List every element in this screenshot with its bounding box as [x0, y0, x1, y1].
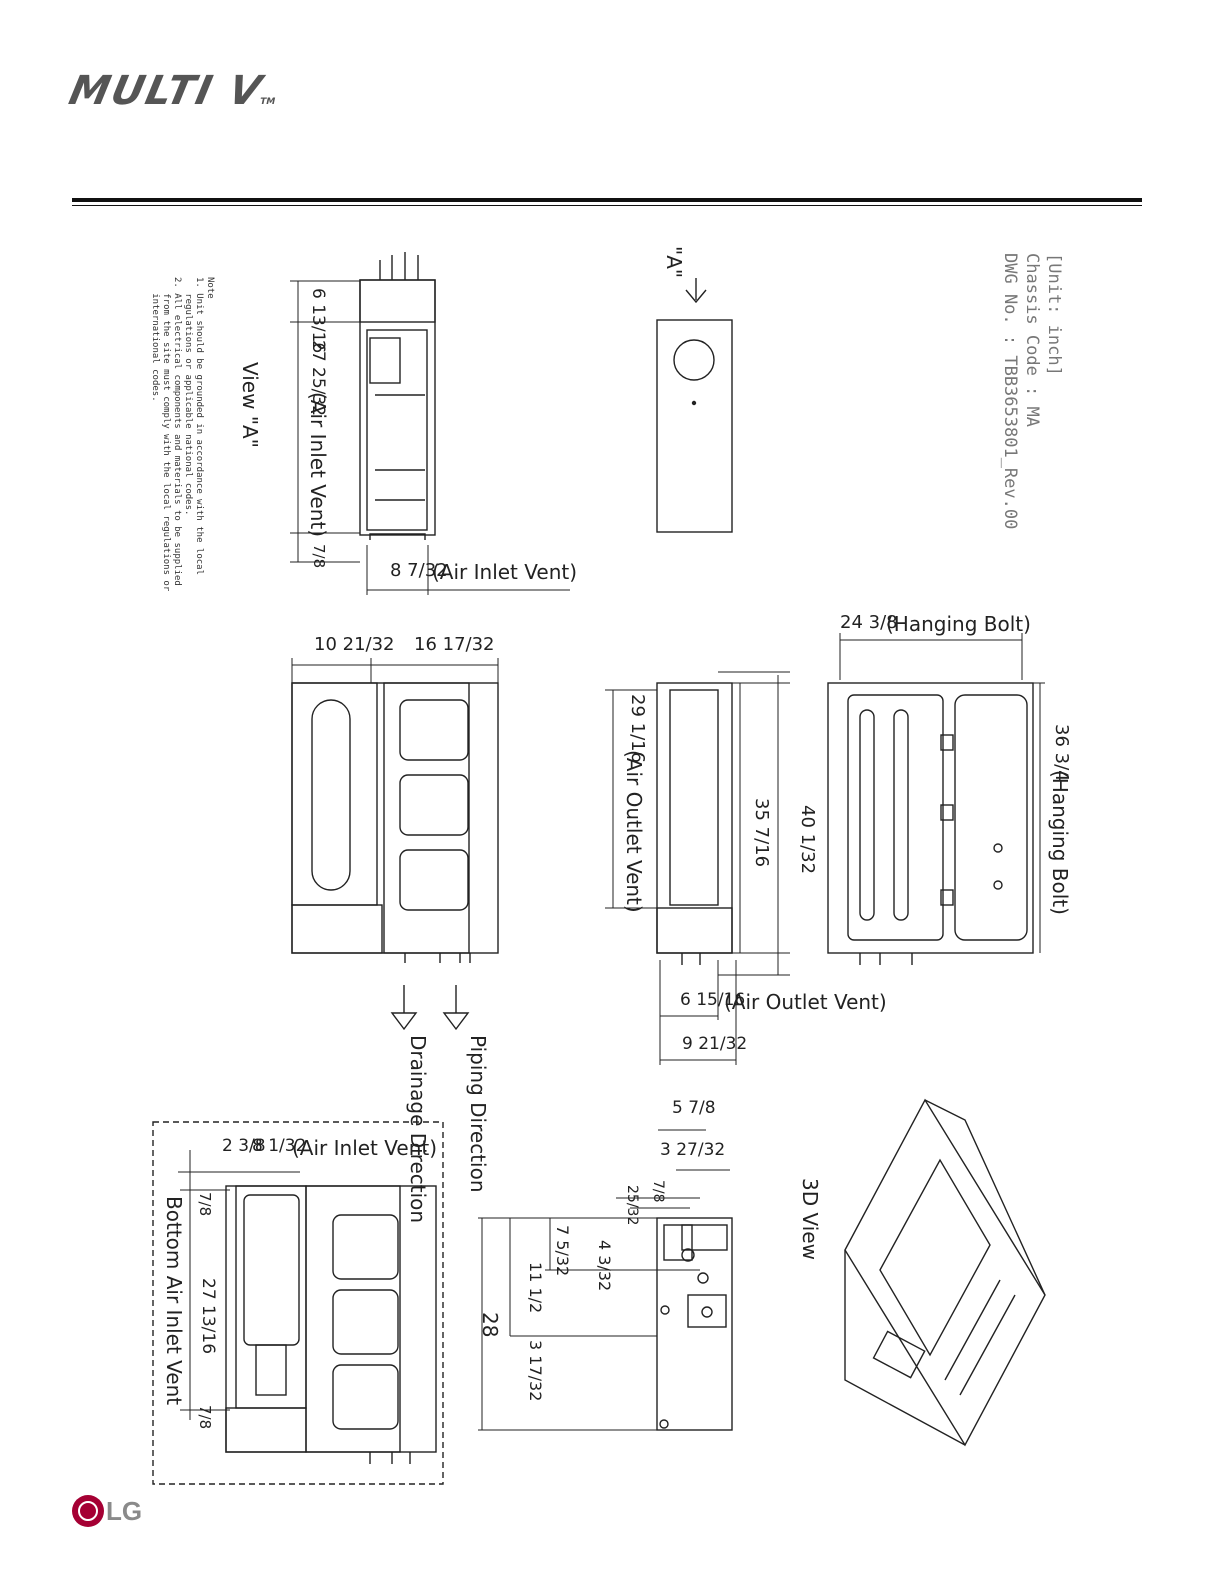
side-view-dims — [839, 633, 1045, 953]
front-view-dim-depth2: 9 21/32 — [682, 1034, 748, 1054]
right-view-drawing — [656, 278, 733, 533]
side-view-dim-hanging-w-note: (Hanging Bolt) — [886, 612, 1031, 636]
bottom-view-dim-a: 2 3/8 — [222, 1136, 266, 1156]
piping-dim-4-3-32: 4 3/32 — [595, 1240, 614, 1292]
bottom-view-dim-b-note: (Air Inlet Vent) — [292, 1136, 438, 1160]
bottom-view-drawing — [152, 1121, 444, 1485]
view-3d-drawing — [844, 1098, 1046, 1447]
bottom-air-inlet-vent-title: Bottom Air Inlet Vent — [162, 1196, 186, 1406]
view-a-drawing — [359, 252, 436, 540]
front-view-drawing — [656, 682, 733, 965]
unit-label: [Unit: inch] — [1044, 253, 1064, 376]
bottom-view-dim-mid: 27 13/16 — [198, 1278, 218, 1355]
side-view-drawing — [827, 682, 1034, 965]
top-view-dim-left: 10 21/32 — [314, 634, 395, 655]
view-a-arrow-label: "A" — [662, 246, 686, 279]
bottom-view-dim-bot: 7/8 — [196, 1405, 214, 1430]
side-view-dim-hanging-w: 24 3/8 — [840, 612, 898, 633]
view-3d-title: 3D View — [798, 1178, 822, 1260]
header-rule — [72, 198, 1142, 202]
piping-view-dims — [478, 1129, 730, 1431]
piping-dim-3-27-32: 3 27/32 — [660, 1140, 726, 1160]
dwg-number-label: DWG No. : TBB3653801_Rev.00 — [1000, 253, 1020, 530]
piping-dim-5-7-8: 5 7/8 — [672, 1098, 716, 1118]
view-a-dims — [290, 280, 570, 595]
direction-arrows — [390, 985, 470, 1031]
notes-title: Note — [205, 277, 215, 299]
drainage-direction-label: Drainage Direction — [406, 1035, 430, 1224]
front-view-dim-depth1-note: (Air Outlet Vent) — [724, 990, 887, 1014]
front-view-dim-40: 40 1/32 — [797, 805, 818, 875]
piping-dim-7-5-32: 7 5/32 — [553, 1225, 572, 1277]
view-a-dim-width-note: (Air Inlet Vent) — [432, 560, 578, 584]
piping-dim-25-32: 25/32 — [624, 1185, 640, 1226]
lg-logo-text: LG — [106, 1496, 143, 1526]
top-view-dim-right: 16 17/32 — [414, 634, 495, 655]
piping-view-drawing — [656, 1217, 733, 1431]
bottom-view-dim-b: 8 1/32 — [252, 1136, 307, 1156]
chassis-label: Chassis Code : MA — [1022, 253, 1042, 427]
bottom-view-dim-top: 7/8 — [196, 1192, 214, 1217]
header-rule-thin — [72, 205, 1142, 206]
view-a-dim-bottom: 7/8 — [310, 544, 328, 569]
view-a-dim-width: 8 7/32 — [390, 560, 448, 581]
piping-direction-label: Piping Direction — [466, 1035, 490, 1193]
view-a-title: View "A" — [238, 362, 262, 448]
piping-dim-28: 28 — [478, 1312, 502, 1338]
side-view-dim-hanging-h-note: (Hanging Bolt) — [1048, 770, 1072, 915]
bottom-view-dims — [178, 1150, 300, 1420]
front-view-dim-outlet-note: (Air Outlet Vent) — [622, 750, 646, 913]
piping-dim-3-17-32: 3 17/32 — [526, 1340, 545, 1402]
lg-logo-mark — [72, 1495, 104, 1527]
front-view-dim-35: 35 7/16 — [751, 798, 772, 868]
top-view-drawing — [291, 682, 499, 963]
piping-dim-7-8: 7/8 — [650, 1180, 666, 1203]
front-view-dims — [605, 671, 790, 1065]
top-view-dims — [291, 658, 499, 683]
view-a-dim-mid-note: (Air Inlet Vent) — [306, 392, 330, 538]
front-view-dim-depth1: 6 15/16 — [680, 990, 746, 1010]
piping-dim-11-1-2: 11 1/2 — [526, 1262, 545, 1314]
